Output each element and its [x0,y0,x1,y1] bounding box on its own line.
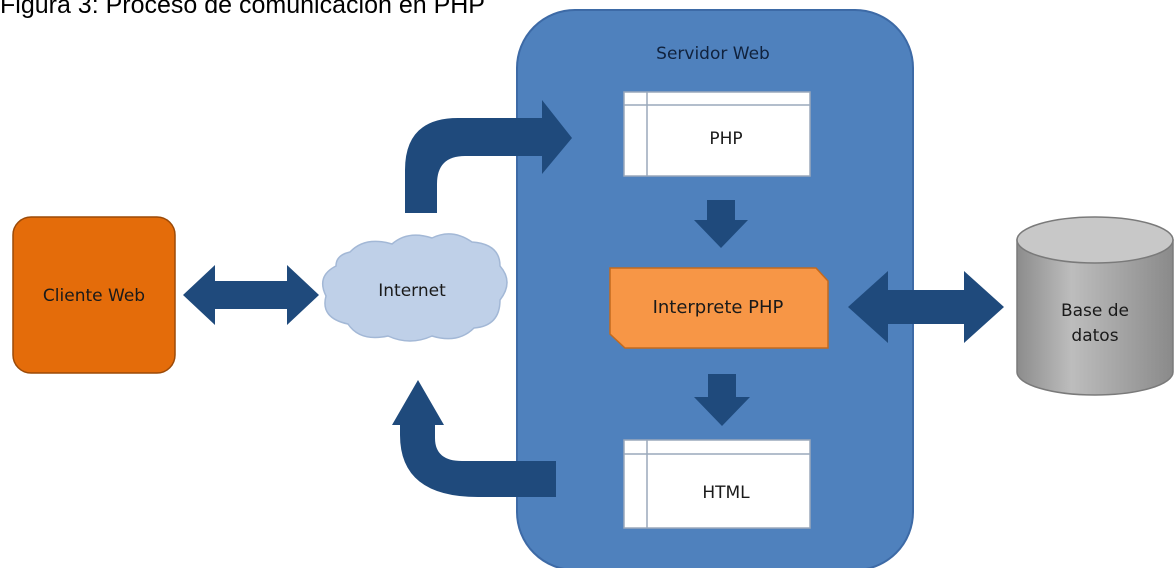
php-document: PHP [623,91,811,177]
web-client: Cliente Web [12,216,176,374]
database-label-line1: Base de [1061,301,1129,321]
php-interpreter: Interprete PHP [609,267,829,349]
interpreter-label: Interprete PHP [653,297,784,318]
database-label-line2: datos [1071,326,1118,346]
arrow-interpreter-to-html [694,374,750,426]
arrow-php-to-interpreter [694,200,748,248]
internet-cloud: Internet [321,233,508,342]
web-server-label: Servidor Web [656,44,770,64]
html-document: HTML [623,439,811,529]
arrow-html-to-internet [392,380,556,497]
arrow-interpreter-database [848,271,1004,343]
figure-caption: Figura 3: Proceso de comunicación en PHP [0,0,485,19]
html-label: HTML [702,483,750,503]
database-cylinder: Base de datos [1016,216,1174,396]
php-label: PHP [709,129,742,149]
arrow-client-internet [183,265,319,325]
arrow-internet-to-php [405,100,572,213]
internet-label: Internet [378,281,446,301]
client-label: Cliente Web [43,286,145,306]
